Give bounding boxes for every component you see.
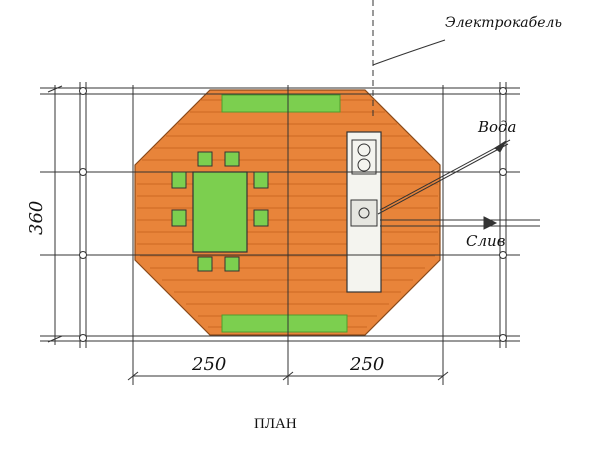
drain-label: Слив (466, 232, 506, 250)
water-label: Вода (477, 118, 517, 136)
stove (351, 139, 377, 175)
posts (79, 87, 507, 342)
sink (350, 199, 378, 227)
drain-line (380, 216, 540, 230)
dining-table (192, 171, 248, 253)
dimension-height-label: 360 (26, 201, 47, 235)
grid-lines (40, 82, 520, 385)
chair-left-1 (171, 171, 187, 189)
chair-right-2 (253, 209, 269, 227)
chair-bottom-1 (197, 256, 213, 272)
cable-label: Электрокабель (445, 15, 562, 31)
chair-bottom-2 (224, 256, 240, 272)
bench-top (221, 94, 341, 113)
chair-left-2 (171, 209, 187, 227)
plan-caption: ПЛАН (254, 416, 297, 432)
sink-drain (358, 207, 370, 219)
chair-right-1 (253, 171, 269, 189)
dimension-width (127, 371, 449, 381)
burner-1 (357, 143, 371, 157)
burner-2 (357, 158, 371, 172)
dimension-left-label: 250 (191, 354, 226, 375)
chair-top-2 (224, 151, 240, 167)
bench-bottom (221, 314, 348, 333)
dimension-right-label: 250 (349, 354, 384, 375)
kitchen-counter (346, 131, 382, 293)
dimension-height (47, 85, 63, 345)
cable-line (372, 0, 446, 120)
chair-top-1 (197, 151, 213, 167)
water-line (377, 139, 511, 215)
